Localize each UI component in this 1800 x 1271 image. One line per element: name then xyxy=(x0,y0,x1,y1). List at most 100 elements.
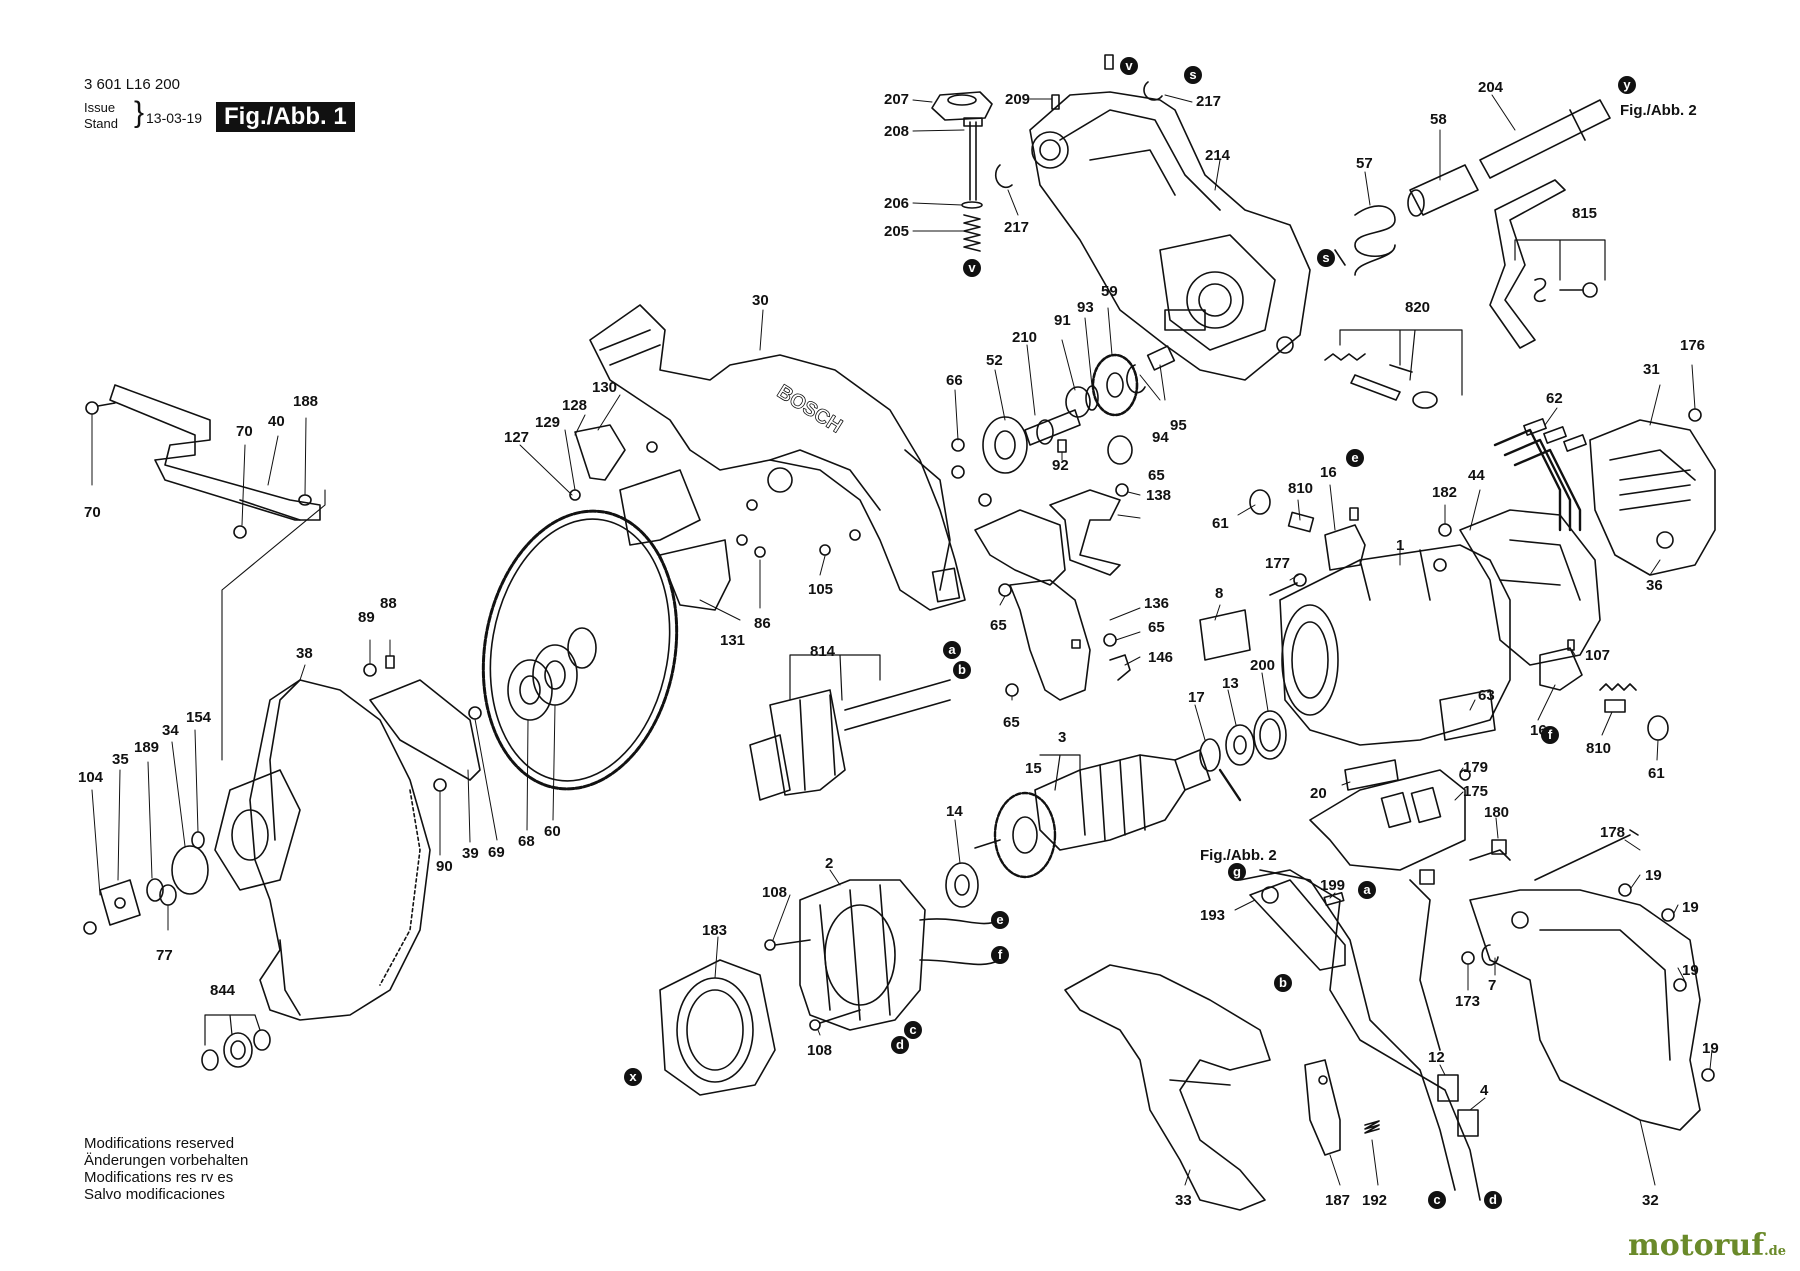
switch-4 xyxy=(1457,1109,1479,1137)
arm-housing-214 xyxy=(1029,91,1311,381)
screw-70a xyxy=(85,401,99,415)
spring-815 xyxy=(1533,277,1547,303)
svg-text:s: s xyxy=(1189,67,1196,82)
part-label: 62 xyxy=(1546,390,1563,407)
svg-text:v: v xyxy=(968,260,976,275)
part-label: 19 xyxy=(1682,899,1699,916)
part-label: 189 xyxy=(134,739,159,756)
marker-f2: f xyxy=(991,946,1009,964)
part-label: 58 xyxy=(1430,111,1447,128)
brush-holder-16a xyxy=(1324,507,1366,571)
fan-cover-44 xyxy=(1459,509,1601,666)
cover-138 xyxy=(1049,489,1121,576)
screw-182 xyxy=(1438,523,1452,537)
screw-65c xyxy=(1103,633,1117,647)
part-label: 204 xyxy=(1478,79,1504,96)
issue-stand-label: Issue Stand xyxy=(84,100,118,132)
screw-30 xyxy=(746,499,758,511)
part-label: 810 xyxy=(1586,740,1611,757)
fan-15 xyxy=(974,791,1057,879)
cover-131-upper xyxy=(619,469,701,546)
bolt-208 xyxy=(963,117,983,201)
screw-86b xyxy=(754,546,766,558)
part-label: 130 xyxy=(592,379,617,396)
washer-206 xyxy=(961,201,983,209)
part-label: 12 xyxy=(1428,1049,1445,1066)
part-label: 136 xyxy=(1144,595,1169,612)
screw-66a xyxy=(951,438,965,452)
figure-ref-label: Fig./Abb. 2 xyxy=(1620,102,1697,119)
label-20 xyxy=(1344,759,1399,791)
bearing-13 xyxy=(1225,724,1255,766)
marker-c2: c xyxy=(1428,1191,1446,1209)
part-label: 44 xyxy=(1468,467,1485,484)
part-label: 19 xyxy=(1645,867,1662,884)
part-label: 188 xyxy=(293,393,318,410)
screw-blade xyxy=(468,706,482,720)
grip-tube-193 xyxy=(1249,879,1346,971)
marker-e2: e xyxy=(991,911,1009,929)
part-label: 192 xyxy=(1362,1192,1387,1209)
svg-text:s: s xyxy=(1322,250,1329,265)
part-label: 179 xyxy=(1463,759,1488,776)
screw-90 xyxy=(433,778,447,792)
part-label: 15 xyxy=(1025,760,1042,777)
part-label: 70 xyxy=(84,504,101,521)
motor-housing-1 xyxy=(1279,544,1511,746)
clip-217a xyxy=(1143,81,1163,101)
part-label: 8 xyxy=(1215,585,1223,602)
marker-a2: a xyxy=(1358,881,1376,899)
switch-cover-175 xyxy=(1309,769,1466,871)
screw-105 xyxy=(819,544,831,556)
svg-text:d: d xyxy=(896,1037,904,1052)
screw-65b xyxy=(998,583,1012,597)
pin-set-820 xyxy=(1324,353,1438,409)
part-label: 810 xyxy=(1288,480,1313,497)
upper-guard-30 xyxy=(589,304,966,611)
marker-s2: s xyxy=(1317,249,1335,267)
part-label: 199 xyxy=(1320,877,1345,894)
part-label: 93 xyxy=(1077,299,1094,316)
marker-d2: d xyxy=(1484,1191,1502,1209)
part-label: 206 xyxy=(884,195,909,212)
bearing-14 xyxy=(945,862,979,908)
switch-12 xyxy=(1437,1074,1459,1102)
part-label: 91 xyxy=(1054,312,1071,329)
part-label: 65 xyxy=(1003,714,1020,731)
ring-183 xyxy=(659,959,776,1096)
part-label: 138 xyxy=(1146,487,1171,504)
part-label: 88 xyxy=(380,595,397,612)
part-label: 200 xyxy=(1250,657,1275,674)
part-label: 63 xyxy=(1478,687,1495,704)
part-label: 180 xyxy=(1484,804,1509,821)
part-label: 38 xyxy=(296,645,313,662)
part-label: 173 xyxy=(1455,993,1480,1010)
note-line: Modifications reserved xyxy=(84,1135,235,1152)
pin-88 xyxy=(385,655,395,669)
screw-19b xyxy=(1661,908,1675,922)
part-label: 176 xyxy=(1680,337,1705,354)
part-label: 68 xyxy=(518,833,535,850)
saw-blade-69 xyxy=(481,509,679,791)
part-label: 65 xyxy=(990,617,1007,634)
knob-207 xyxy=(931,91,993,121)
part-label: 60 xyxy=(544,823,561,840)
part-label: 108 xyxy=(807,1042,832,1059)
part-label: 77 xyxy=(156,947,173,964)
washer-near-92 xyxy=(1107,435,1133,465)
part-label: 1 xyxy=(1396,537,1404,554)
part-label: 57 xyxy=(1356,155,1373,172)
svg-text:c: c xyxy=(1433,1192,1440,1207)
part-label: 94 xyxy=(1152,429,1169,446)
part-label: 36 xyxy=(1646,577,1663,594)
part-label: 214 xyxy=(1205,147,1231,164)
svg-text:x: x xyxy=(629,1069,637,1084)
watermark-suffix: .de xyxy=(1764,1244,1786,1259)
washer-17 xyxy=(1199,738,1221,772)
screw-176 xyxy=(1688,408,1702,422)
pin-209 xyxy=(1051,94,1060,110)
svg-text:e: e xyxy=(996,912,1003,927)
part-label: 2 xyxy=(825,855,833,872)
armature-3 xyxy=(1034,749,1211,851)
